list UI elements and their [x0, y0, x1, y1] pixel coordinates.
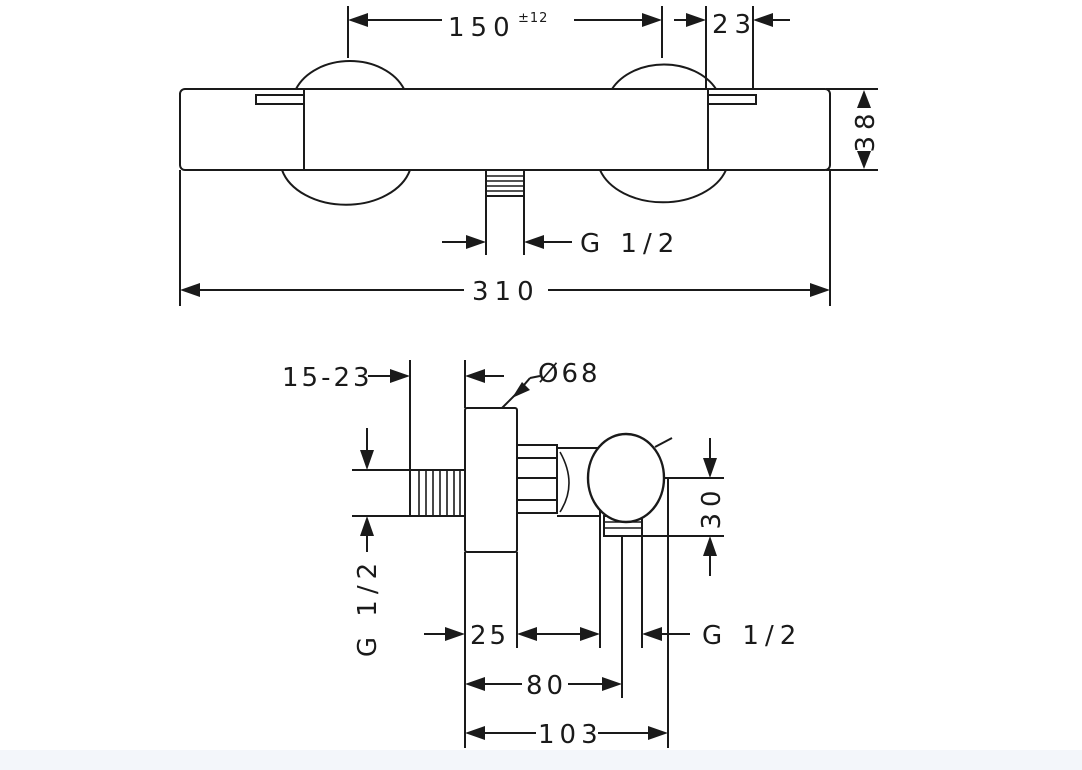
footer-band: [0, 750, 1082, 770]
outlet-height-label: 30: [697, 484, 727, 529]
dim-outlet-thread: G 1/2: [442, 196, 680, 259]
dim-offset: 23: [674, 6, 790, 90]
top-view: 150 ±12 23 38 G: [179, 6, 881, 307]
dim-spacing: 150 ±12: [347, 6, 663, 58]
spacing-tolerance: ±12: [518, 11, 548, 26]
bottom-outlet: [485, 170, 525, 197]
projection-label: 15-23: [282, 363, 373, 393]
height-label: 38: [851, 107, 881, 152]
dim-height: 38: [826, 88, 881, 171]
total-depth-label: 103: [538, 720, 603, 750]
body-depth-label: 25: [470, 621, 509, 651]
dim-side-outlet-thread: G 1/2: [642, 621, 802, 651]
total-length-label: 310: [472, 277, 540, 307]
dim-projection: 15-23: [282, 360, 504, 470]
spacing-label: 150: [448, 13, 516, 43]
hex-nut: [516, 444, 558, 514]
right-button: [707, 94, 757, 105]
outlet-thread-label: G 1/2: [580, 229, 680, 259]
side-view: 15-23 Ø68 G 1/2 30: [282, 359, 802, 750]
left-escutcheon: [281, 60, 411, 206]
thermostat-body: [179, 88, 831, 171]
handle-knob: [586, 432, 666, 524]
left-button: [255, 94, 305, 105]
side-outlet-thread-label: G 1/2: [702, 621, 802, 651]
offset-label: 23: [712, 10, 757, 40]
diameter-label: Ø68: [538, 359, 601, 389]
inlet-thread-label: G 1/2: [353, 557, 383, 657]
dim-handle-depth: 80: [465, 671, 622, 701]
handle-pin: [654, 437, 673, 448]
side-escutcheon: [464, 407, 518, 553]
dim-body-depth: 25: [424, 621, 600, 651]
dim-total-length: 310: [179, 170, 831, 307]
handle-depth-label: 80: [526, 671, 567, 701]
inlet-thread: [409, 469, 466, 517]
body-curve: [559, 451, 570, 513]
dim-diameter: Ø68: [512, 359, 601, 398]
dim-inlet-thread: G 1/2: [352, 428, 410, 657]
dim-outlet-height: 30: [642, 438, 727, 576]
dim-total-depth: 103: [465, 720, 668, 750]
